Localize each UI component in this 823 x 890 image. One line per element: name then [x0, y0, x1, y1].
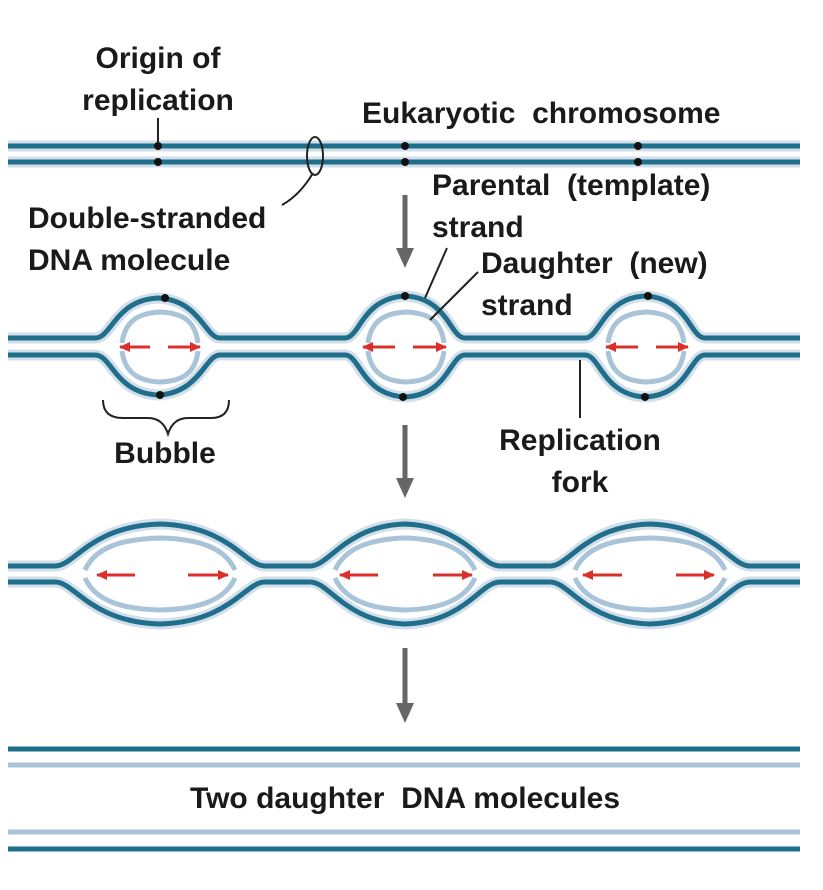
dsdna-marker-ellipse	[306, 136, 324, 176]
parental-strand-bottom	[8, 579, 800, 627]
dsdna-label-line1: Double-stranded	[28, 202, 266, 235]
daughter-strand	[332, 535, 478, 572]
daughter-strand	[605, 309, 687, 344]
daughter-label-line2: strand	[481, 289, 573, 322]
stage3-daughter-strands	[82, 535, 728, 613]
origin-dot	[399, 393, 407, 401]
parental-label-line1: Parental (template)	[432, 169, 710, 202]
dsdna-leader	[281, 172, 314, 206]
origin-dot	[154, 142, 162, 150]
daughter-strand	[365, 350, 447, 385]
result-label: Two daughter DNA molecules	[190, 782, 620, 815]
origin-label-line1: Origin of	[96, 42, 222, 75]
daughter-strand	[332, 576, 478, 613]
daughter-strand	[605, 350, 687, 385]
parental-label-line2: strand	[432, 211, 524, 244]
daughter-strand	[82, 535, 238, 572]
dsdna-label-line2: DNA molecule	[28, 244, 230, 277]
origin-dot	[644, 292, 652, 300]
origin-dot	[161, 294, 169, 302]
origin-dot	[154, 158, 162, 166]
chromosome-label: Eukaryotic chromosome	[362, 97, 720, 130]
daughter-molecule-1	[8, 746, 800, 768]
origin-dot	[156, 391, 164, 399]
origin-dot	[634, 142, 642, 150]
fork-label-line2: fork	[552, 466, 609, 499]
stage2-daughter-strands	[119, 309, 687, 385]
stage3-duplex	[8, 518, 800, 630]
bubble-label: Bubble	[114, 437, 216, 470]
origin-dots-stage2	[156, 292, 652, 401]
fork-label-line1: Replication	[499, 424, 661, 457]
daughter-strand	[365, 309, 447, 344]
origin-dot	[401, 158, 409, 166]
origin-dot	[641, 393, 649, 401]
daughter-strand	[119, 309, 201, 344]
daughter-strand	[119, 350, 201, 385]
daughter-strand	[572, 535, 728, 572]
parental-leader	[424, 247, 448, 299]
daughter-strand	[572, 576, 728, 613]
step-arrow-1	[396, 195, 414, 268]
origin-dot	[634, 158, 642, 166]
origin-label-line2: replication	[82, 84, 234, 117]
daughter-leader	[429, 271, 479, 321]
daughter-label-line1: Daughter (new)	[481, 247, 708, 280]
step-arrow-3	[396, 648, 414, 723]
origin-dot	[401, 292, 409, 300]
daughter-strand	[82, 576, 238, 613]
origin-dot	[401, 142, 409, 150]
parental-strand-top	[8, 521, 800, 569]
bubble-brace	[102, 399, 230, 438]
origin-dots-stage1	[154, 142, 642, 166]
daughter-molecule-2	[8, 829, 800, 852]
step-arrow-2	[396, 425, 414, 498]
